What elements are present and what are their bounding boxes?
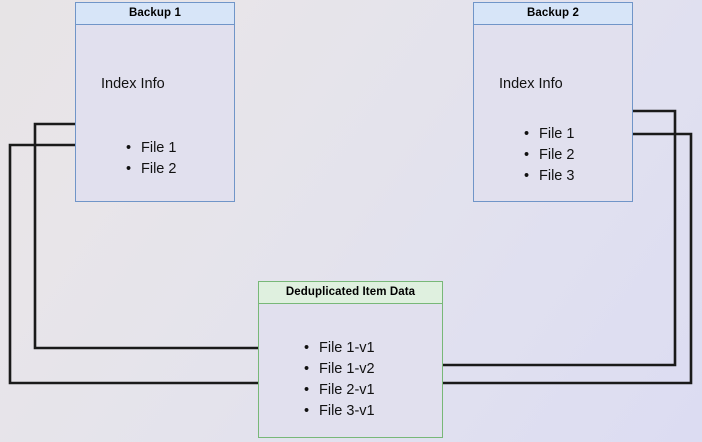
backup-1-header: Backup 1 — [76, 3, 234, 25]
backup-2-file-3-label: File 3 — [539, 168, 575, 184]
list-item: File 1-v2 — [304, 359, 375, 380]
deduplicated-item-data-body: File 1-v1 File 1-v2 File 2-v1 File 3-v1 — [259, 304, 442, 437]
deduplicated-item-data-box: Deduplicated Item Data File 1-v1 File 1-… — [258, 281, 443, 438]
backup-2-file-list: File 1 File 2 File 3 — [524, 124, 574, 187]
list-item: File 1-v1 — [304, 338, 375, 359]
backup-2-header: Backup 2 — [474, 3, 632, 25]
dedup-item-file-2-v1-label: File 2-v1 — [319, 382, 375, 398]
backup-1-file-1-label: File 1 — [141, 140, 177, 156]
backup-2-file-1-label: File 1 — [539, 126, 575, 142]
list-item: File 2-v1 — [304, 380, 375, 401]
list-item: File 1 — [524, 124, 574, 145]
backup-2-body: Index Info File 1 File 2 File 3 — [474, 25, 632, 201]
backup-1-box: Backup 1 Index Info File 1 File 2 — [75, 2, 235, 202]
backup-1-file-list: File 1 File 2 — [126, 138, 176, 180]
list-item: File 1 — [126, 138, 176, 159]
backup-2-file-2-label: File 2 — [539, 147, 575, 163]
backup-1-index-label: Index Info — [101, 76, 165, 92]
list-item: File 3 — [524, 166, 574, 187]
list-item: File 2 — [126, 159, 176, 180]
backup-2-index-label: Index Info — [499, 76, 563, 92]
backup-1-file-2-label: File 2 — [141, 161, 177, 177]
dedup-item-file-1-v2-label: File 1-v2 — [319, 361, 375, 377]
list-item: File 2 — [524, 145, 574, 166]
list-item: File 3-v1 — [304, 401, 375, 422]
backup-1-body: Index Info File 1 File 2 — [76, 25, 234, 201]
deduplicated-item-data-header: Deduplicated Item Data — [259, 282, 442, 304]
dedup-item-file-1-v1-label: File 1-v1 — [319, 340, 375, 356]
dedup-item-file-3-v1-label: File 3-v1 — [319, 403, 375, 419]
backup-2-box: Backup 2 Index Info File 1 File 2 File 3 — [473, 2, 633, 202]
deduplicated-item-list: File 1-v1 File 1-v2 File 2-v1 File 3-v1 — [304, 338, 375, 422]
